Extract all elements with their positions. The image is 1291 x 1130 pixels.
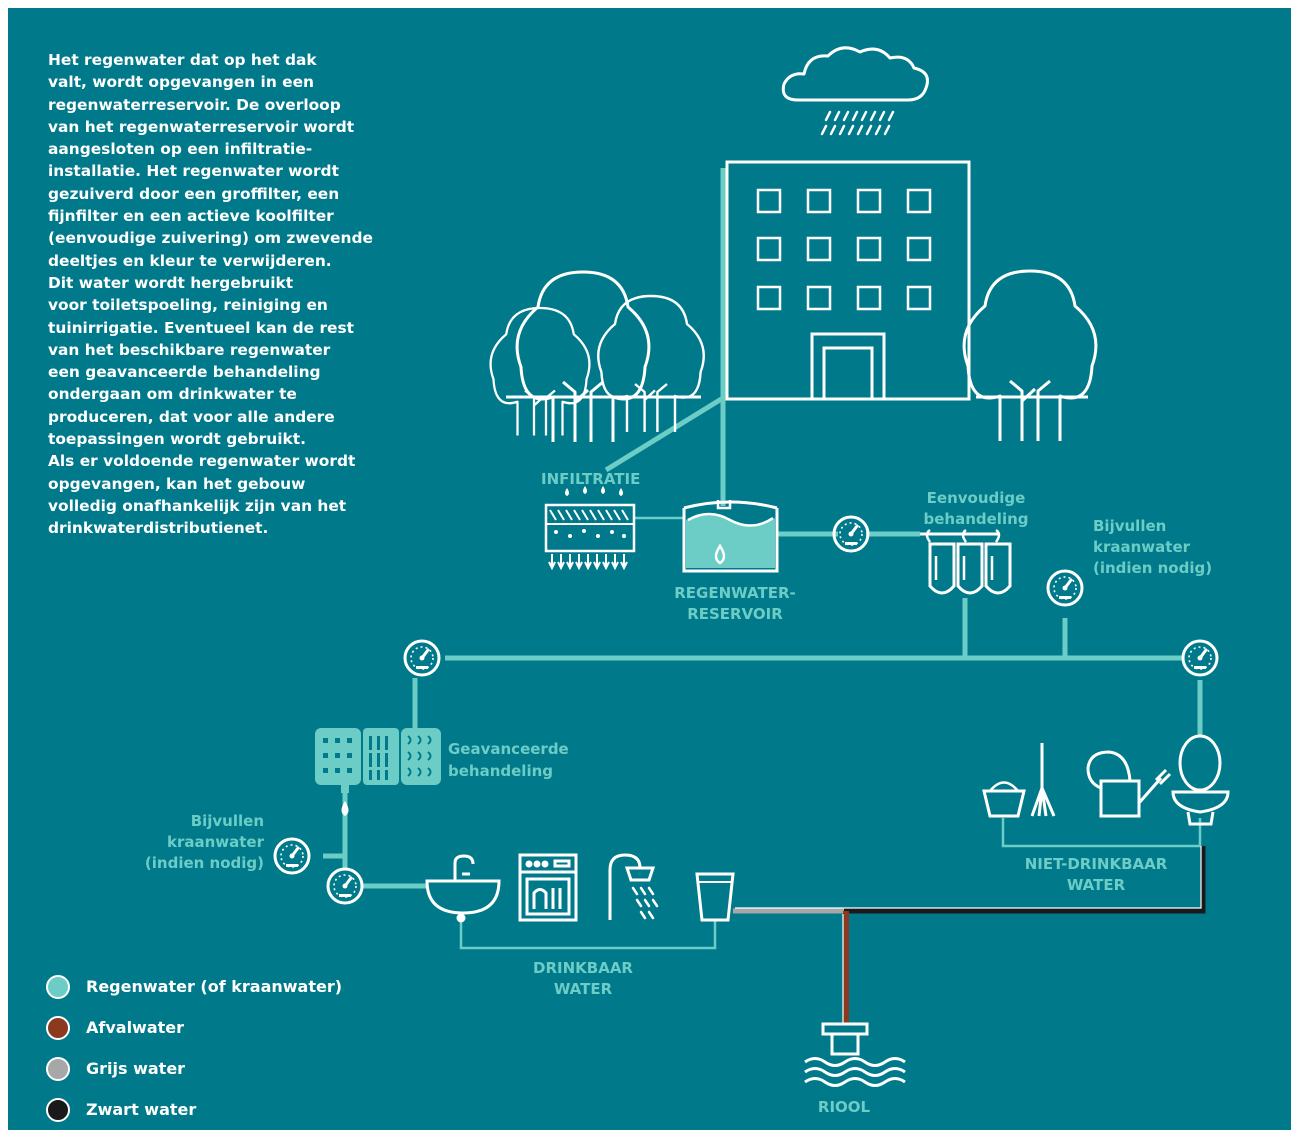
label-reservoir-line2: RESERVOIR <box>687 605 783 623</box>
legend-item: Zwart water <box>46 1089 342 1130</box>
reservoir-icon <box>682 500 779 573</box>
legend-label: Grijs water <box>86 1059 186 1078</box>
label-drinkbaar-line1: DRINKBAAR <box>533 959 633 977</box>
legend: Regenwater (of kraanwater) Afvalwater Gr… <box>46 966 342 1130</box>
label-eenvoudige-line1: Eenvoudige <box>927 489 1026 507</box>
watering-can-icon <box>1086 750 1172 818</box>
pressure-gauge-icon <box>326 867 364 905</box>
label-eenvoudige-line2: behandeling <box>924 510 1029 528</box>
label-drinkbaar-line2: WATER <box>554 980 613 998</box>
waste-pipes <box>733 846 1206 1024</box>
label-bijvullen-right-line2: kraanwater <box>1093 538 1191 556</box>
sewer-icon <box>804 1022 906 1087</box>
bucket-mop-icon <box>982 743 1056 818</box>
legend-label: Regenwater (of kraanwater) <box>86 977 343 996</box>
toilet-icon <box>1171 734 1230 826</box>
label-geavanceerde-line2: behandeling <box>448 762 553 780</box>
infographic-panel: Het regenwater dat op het dak valt, word… <box>8 8 1291 1130</box>
legend-item: Grijs water <box>46 1048 342 1089</box>
label-bijvullen-right-line1: Bijvullen <box>1093 517 1166 535</box>
pressure-gauge-icon <box>273 837 311 875</box>
filter-cartridges-icon <box>920 528 1012 595</box>
overflow-pipe <box>604 395 725 473</box>
pipe-highlight <box>735 846 1202 909</box>
label-infiltratie: INFILTRATIE <box>541 470 640 488</box>
black-water-pipe <box>844 846 1206 914</box>
shower-icon <box>608 853 659 920</box>
pressure-gauge-icon <box>403 639 441 677</box>
legend-swatch <box>46 1056 70 1081</box>
pressure-gauge-icon <box>1181 639 1219 677</box>
glass-icon <box>695 872 735 922</box>
cloud-icon <box>781 46 929 136</box>
label-bijvullen-left-line1: Bijvullen <box>191 812 264 830</box>
legend-swatch <box>46 1097 70 1122</box>
tree-icon <box>515 270 651 444</box>
legend-swatch <box>46 974 70 999</box>
pressure-gauge-icon <box>832 515 870 553</box>
connector-lines <box>459 516 1202 950</box>
legend-item: Regenwater (of kraanwater) <box>46 966 342 1007</box>
pipe-network <box>323 168 1203 889</box>
drinkbaar-bracket <box>459 920 717 950</box>
legend-swatch <box>46 1015 70 1040</box>
label-bijvullen-right-line3: (indien nodig) <box>1093 559 1212 577</box>
legend-label: Zwart water <box>86 1100 197 1119</box>
advanced-treatment-icon <box>315 728 441 816</box>
pressure-gauge-icon <box>1046 569 1084 607</box>
intro-text: Het regenwater dat op het dak valt, word… <box>48 51 373 538</box>
tree-icon <box>962 269 1098 443</box>
label-reservoir-line1: REGENWATER- <box>674 584 795 602</box>
dishwasher-icon <box>518 853 578 922</box>
legend-item: Afvalwater <box>46 1007 342 1048</box>
legend-label: Afvalwater <box>86 1018 185 1037</box>
water-system-diagram: INFILTRATIE REGENWATER- RESERVOIR Eenvou… <box>145 46 1230 1116</box>
label-bijvullen-left-line2: kraanwater <box>167 833 265 851</box>
sink-icon <box>425 854 501 923</box>
building-icon <box>725 160 971 401</box>
infiltration-icon <box>544 486 636 571</box>
niet-drinkbaar-bracket <box>1001 818 1202 848</box>
label-niet-drinkbaar-line1: NIET-DRINKBAAR <box>1025 855 1168 873</box>
label-bijvullen-left-line3: (indien nodig) <box>145 854 264 872</box>
label-riool: RIOOL <box>818 1098 871 1116</box>
label-niet-drinkbaar-line2: WATER <box>1067 876 1126 894</box>
label-geavanceerde-line1: Geavanceerde <box>448 740 569 758</box>
